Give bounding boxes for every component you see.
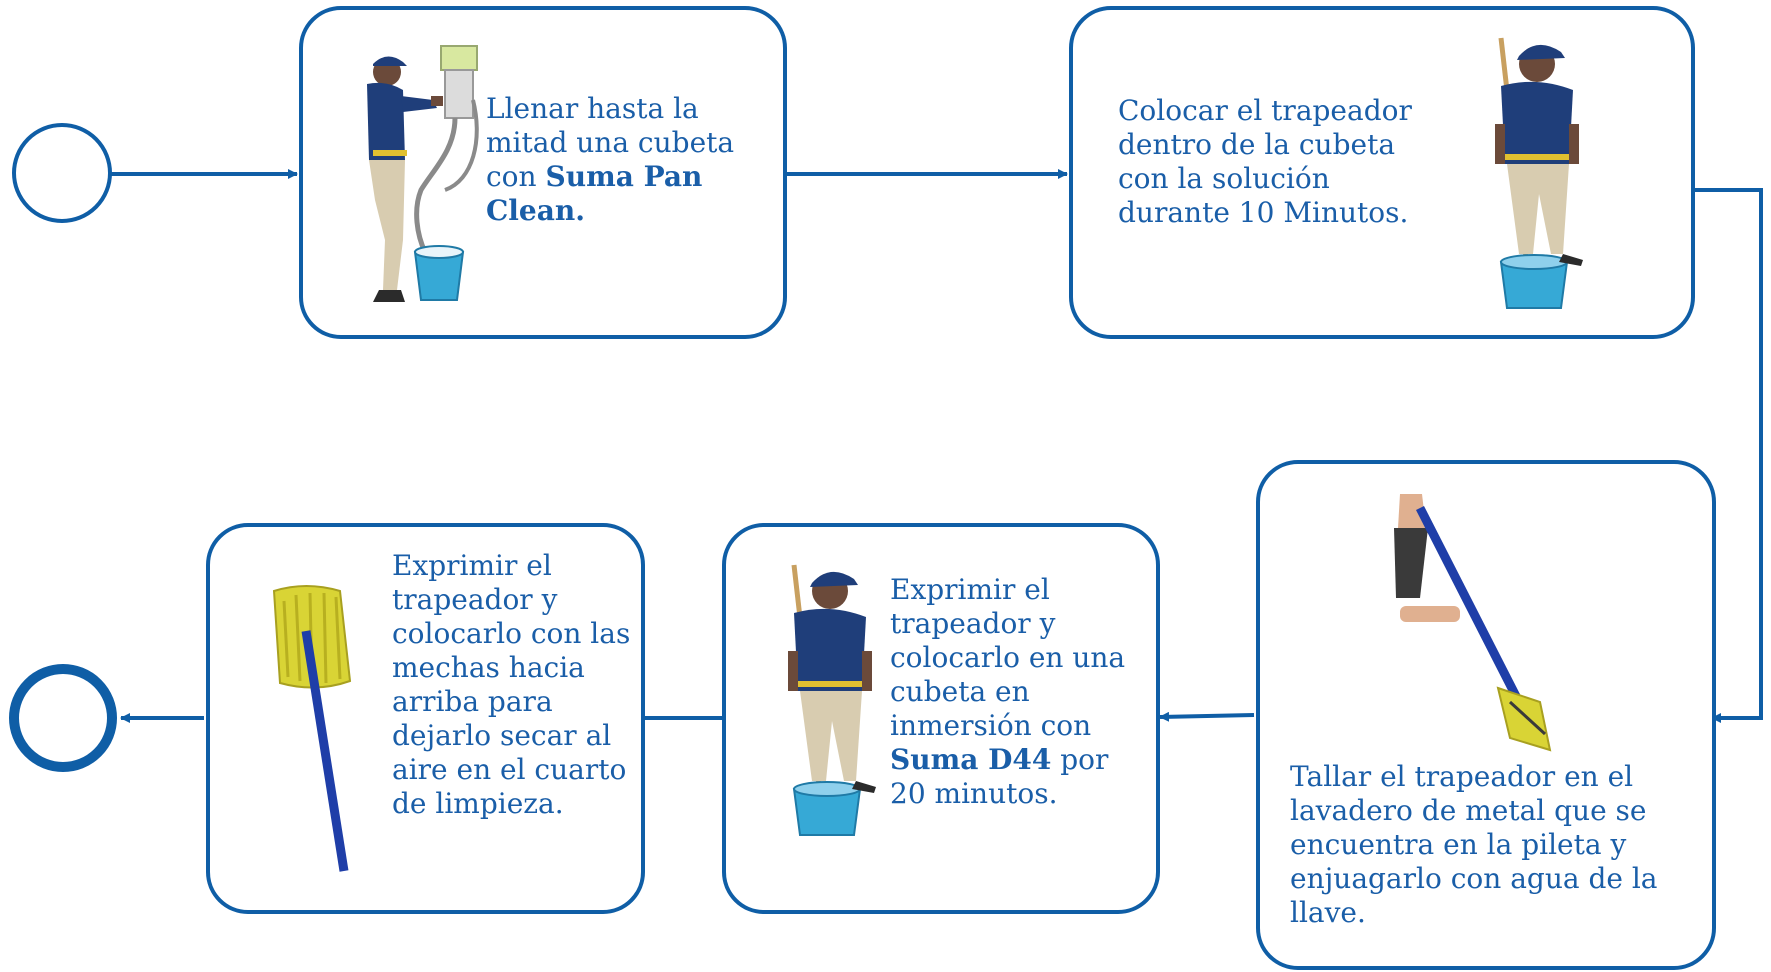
person-mop-in-bucket-icon: [788, 564, 876, 836]
step-2-text: Colocar el trapeador dentro de la cubeta…: [1118, 94, 1412, 229]
step-4-box: Exprimir el trapeador y colocarlo en una…: [722, 523, 1160, 914]
start-circle-icon: [12, 123, 112, 223]
step-2-box: Colocar el trapeador dentro de la cubeta…: [1069, 6, 1695, 339]
upright-mop-icon: [272, 585, 352, 872]
connector-step3-to-step4: [1159, 711, 1255, 722]
step-3-text: Tallar el trapeador en el lavadero de me…: [1290, 760, 1658, 929]
end-circle-icon: [9, 664, 117, 772]
person-mop-in-bucket-icon: [1495, 37, 1583, 309]
step-4-text: Exprimir el trapeador y colocarlo en una…: [890, 573, 1126, 810]
scrubbing-mop-icon: [1394, 494, 1552, 752]
step-1-box: Llenar hasta la mitad una cubeta con Sum…: [299, 6, 787, 339]
connector-step2-to-step3: [1693, 188, 1763, 723]
step-5-box: Exprimir el trapeador y colocarlo con la…: [206, 523, 645, 914]
step-3-box: Tallar el trapeador en el lavadero de me…: [1256, 460, 1716, 970]
person-filling-bucket-icon: [367, 45, 479, 302]
step-5-text: Exprimir el trapeador y colocarlo con la…: [392, 549, 631, 820]
step-1-text: Llenar hasta la mitad una cubeta con Sum…: [486, 92, 735, 227]
